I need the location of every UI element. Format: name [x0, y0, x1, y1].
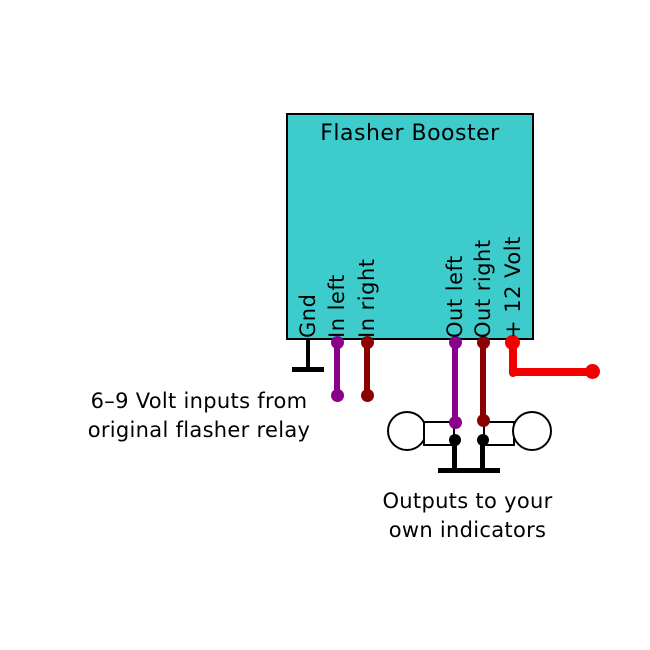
outputs-annotation: Outputs to your own indicators [355, 487, 580, 545]
12v-end-dot [585, 364, 600, 379]
left-lamp-ground-symbol-icon [438, 468, 472, 473]
in-left-wire [334, 341, 340, 396]
12v-pin-dot [505, 335, 520, 350]
out-right-wire [480, 341, 486, 421]
gnd-wire [306, 340, 310, 368]
right-lamp-bulb-icon [512, 411, 552, 451]
in-left-end-dot [331, 389, 344, 402]
pin-label-out-right: Out right [471, 239, 495, 338]
inputs-annotation-line2: original flasher relay [87, 418, 311, 442]
in-right-end-dot [361, 389, 374, 402]
outputs-annotation-line1: Outputs to your [382, 489, 553, 513]
out-left-end-dot [449, 416, 462, 429]
pin-label-in-left: In left [325, 274, 349, 338]
out-left-pin-dot [449, 336, 462, 349]
pin-label-out-left: Out left [443, 255, 467, 338]
in-right-pin-dot [361, 336, 374, 349]
pin-label-plus-12-volt: + 12 Volt [501, 236, 525, 338]
12v-wire-horizontal [511, 368, 593, 376]
out-right-end-dot [477, 414, 490, 427]
in-right-wire [364, 341, 370, 396]
out-right-pin-dot [477, 336, 490, 349]
left-lamp-ground-wire [452, 440, 457, 470]
pin-label-in-right: In right [355, 258, 379, 338]
left-lamp-bulb-icon [387, 411, 427, 451]
gnd-ground-symbol-icon [292, 367, 324, 372]
out-left-wire [452, 341, 458, 423]
pin-label-gnd: Gnd [296, 293, 320, 338]
inputs-annotation: 6–9 Volt inputs from original flasher re… [58, 387, 340, 445]
inputs-annotation-line1: 6–9 Volt inputs from [90, 389, 308, 413]
in-left-pin-dot [331, 336, 344, 349]
outputs-annotation-line2: own indicators [388, 518, 547, 542]
right-lamp-ground-symbol-icon [466, 468, 500, 473]
flasher-booster-box [286, 113, 534, 340]
box-title: Flasher Booster [320, 121, 500, 146]
right-lamp-ground-wire [480, 440, 485, 470]
12v-wire-vertical [509, 341, 517, 377]
